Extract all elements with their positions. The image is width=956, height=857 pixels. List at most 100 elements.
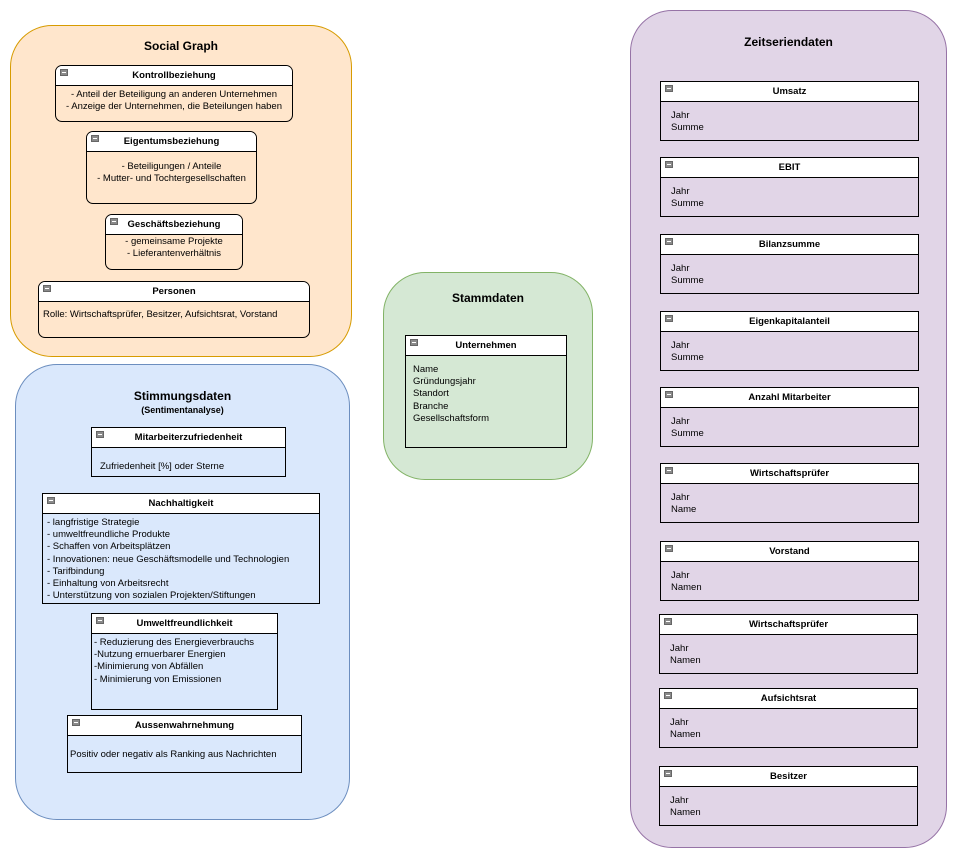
attribute-line: - Innovationen: neue Geschäftsmodelle un… (47, 553, 290, 565)
collapse-icon[interactable] (665, 238, 673, 245)
entity-title: Kontrollbeziehung (132, 70, 216, 81)
entity-title: Bilanzsumme (758, 239, 821, 250)
attribute-line: Jahr (670, 643, 689, 654)
attribute-line: Name (413, 364, 439, 375)
entity-header: Vorstand (661, 542, 918, 562)
collapse-icon[interactable] (96, 617, 104, 624)
entity-header: Wirtschaftsprüfer (660, 615, 917, 635)
attribute-line: Namen (670, 655, 701, 667)
attribute-line: Jahr (671, 263, 690, 274)
collapse-icon[interactable] (664, 618, 672, 625)
entity-title: Eigentumsbeziehung (123, 136, 220, 147)
attribute-line: - Schaffen von Arbeitsplätzen (47, 541, 171, 553)
attribute-line: - Minimierung von Emissionen (94, 673, 222, 685)
entity-header: Aufsichtsrat (660, 689, 917, 709)
attribute-line: Jahr (671, 416, 690, 427)
entity-title: Nachhaltigkeit (148, 498, 214, 509)
attribute-line: Jahr (671, 570, 690, 581)
entity-title: Umsatz (772, 86, 807, 97)
attribute-line: Zufriedenheit [%] oder Sterne (100, 461, 225, 472)
attribute-line: Gesellschaftsform (413, 412, 490, 424)
entity-header: Bilanzsumme (661, 235, 918, 255)
collapse-icon[interactable] (60, 69, 68, 76)
entity-umweltfreundlichkeit[interactable]: Umweltfreundlichkeit- Reduzierung des En… (91, 613, 278, 710)
collapse-icon[interactable] (410, 339, 418, 346)
attribute-line: - Tarifbindung (47, 565, 105, 577)
collapse-icon[interactable] (72, 719, 80, 726)
attribute-line: - gemeinsame Projekte (125, 236, 223, 247)
collapse-icon[interactable] (665, 161, 673, 168)
entity-title: Unternehmen (455, 340, 517, 351)
attribute-line: Jahr (671, 492, 690, 503)
entity-title: Wirtschaftsprüfer (749, 468, 830, 479)
attribute-line: Branche (413, 400, 449, 412)
collapse-icon[interactable] (665, 467, 673, 474)
entity-title: Besitzer (770, 771, 807, 782)
attribute-line: Summe (671, 428, 704, 440)
entity-attributes: Rolle: Wirtschaftsprüfer, Besitzer, Aufs… (39, 302, 309, 324)
collapse-icon[interactable] (47, 497, 55, 504)
attribute-line: Namen (670, 729, 701, 741)
attribute-line: Jahr (671, 110, 690, 121)
entity-attributes: - Reduzierung des Energieverbrauchs-Nutz… (92, 634, 277, 689)
collapse-icon[interactable] (96, 431, 104, 438)
entity-eigentumsbeziehung[interactable]: Eigentumsbeziehung- Beteiligungen / Ante… (86, 131, 257, 204)
collapse-icon[interactable] (91, 135, 99, 142)
collapse-icon[interactable] (664, 692, 672, 699)
attribute-line: - Einhaltung von Arbeitsrecht (47, 578, 169, 590)
entity-header: Unternehmen (406, 336, 566, 356)
collapse-icon[interactable] (110, 218, 118, 225)
attribute-line: - Reduzierung des Energieverbrauchs (94, 637, 255, 648)
entity-nachhaltigkeit[interactable]: Nachhaltigkeit - langfristige Strategie - … (42, 493, 320, 604)
entity-header: Aussenwahrnehmung (68, 716, 301, 736)
collapse-icon[interactable] (665, 315, 673, 322)
attribute-line: Summe (671, 275, 704, 287)
entity-header: Mitarbeiterzufriedenheit (92, 428, 285, 448)
entity-geschaftsbeziehung[interactable]: Geschäftsbeziehung- gemeinsame Projekte-… (105, 214, 243, 270)
collapse-icon[interactable] (665, 85, 673, 92)
entity-header: Eigentumsbeziehung (87, 132, 256, 152)
attribute-line: Summe (671, 352, 704, 364)
entity-header: Geschäftsbeziehung (106, 215, 242, 235)
collapse-icon[interactable] (43, 285, 51, 292)
group-subtitle: (Sentimentanalyse) (141, 405, 224, 415)
entity-title: Eigenkapitalanteil (749, 316, 830, 327)
entity-title: Aufsichtsrat (760, 693, 817, 704)
entity-header: Anzahl Mitarbeiter (661, 388, 918, 408)
entity-header: Umsatz (661, 82, 918, 102)
attribute-line: - Lieferantenverhältnis (127, 248, 221, 260)
entity-title: Aussenwahrnehmung (134, 720, 235, 731)
entity-title: Anzahl Mitarbeiter (748, 392, 831, 403)
group-title: Stimmungsdaten (133, 389, 232, 403)
collapse-icon[interactable] (665, 391, 673, 398)
attribute-line: - Unterstützung von sozialen Projekten/S… (47, 590, 256, 602)
collapse-icon[interactable] (664, 770, 672, 777)
collapse-icon[interactable] (665, 545, 673, 552)
attribute-line: - langfristige Strategie (47, 517, 140, 528)
entity-kontrollbeziehung[interactable]: Kontrollbeziehung- Anteil der Beteiligun… (55, 65, 293, 122)
attribute-line: Name (671, 504, 697, 516)
entity-header: Nachhaltigkeit (43, 494, 319, 514)
attribute-line: Namen (670, 807, 701, 819)
